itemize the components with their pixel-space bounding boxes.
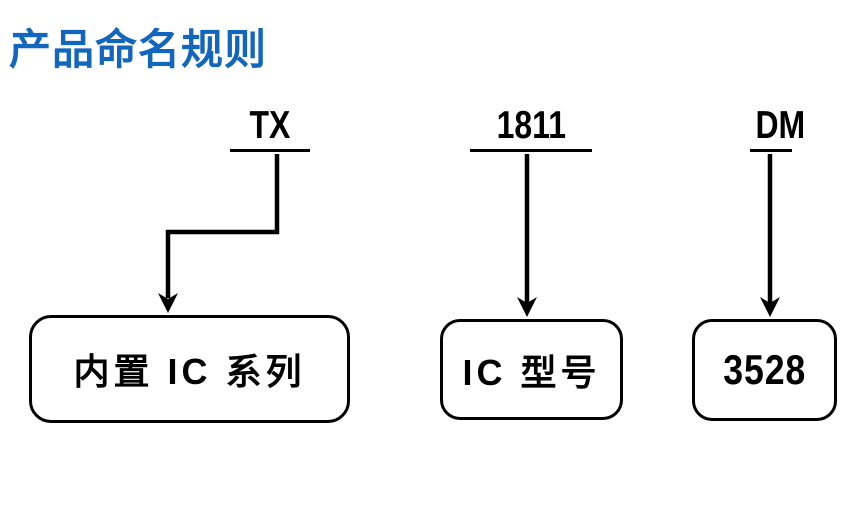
arrow-1811-head — [517, 297, 537, 317]
box-package-3528: 3528 — [692, 319, 837, 421]
box-ic-series-label: 内置 IC 系列 — [73, 351, 306, 392]
box-ic-series: 内置 IC 系列 — [29, 315, 350, 423]
box-ic-model: IC 型号 — [440, 319, 623, 420]
code-label-tx: TX — [230, 104, 310, 152]
box-ic-model-label: IC 型号 — [462, 351, 601, 393]
arrow-tx-stem — [165, 154, 280, 298]
code-label-dm-text: DM — [755, 104, 806, 147]
arrow-tx-head — [158, 293, 178, 313]
box-package-3528-label: 3528 — [723, 346, 806, 393]
code-label-dm: DM — [750, 105, 805, 152]
code-label-1811-text: 1811 — [496, 104, 566, 147]
code-label-tx-text: TX — [249, 104, 291, 147]
page-title: 产品命名规则 — [9, 26, 268, 73]
code-label-1811: 1811 — [470, 104, 592, 152]
arrow-dm-head — [760, 297, 780, 317]
